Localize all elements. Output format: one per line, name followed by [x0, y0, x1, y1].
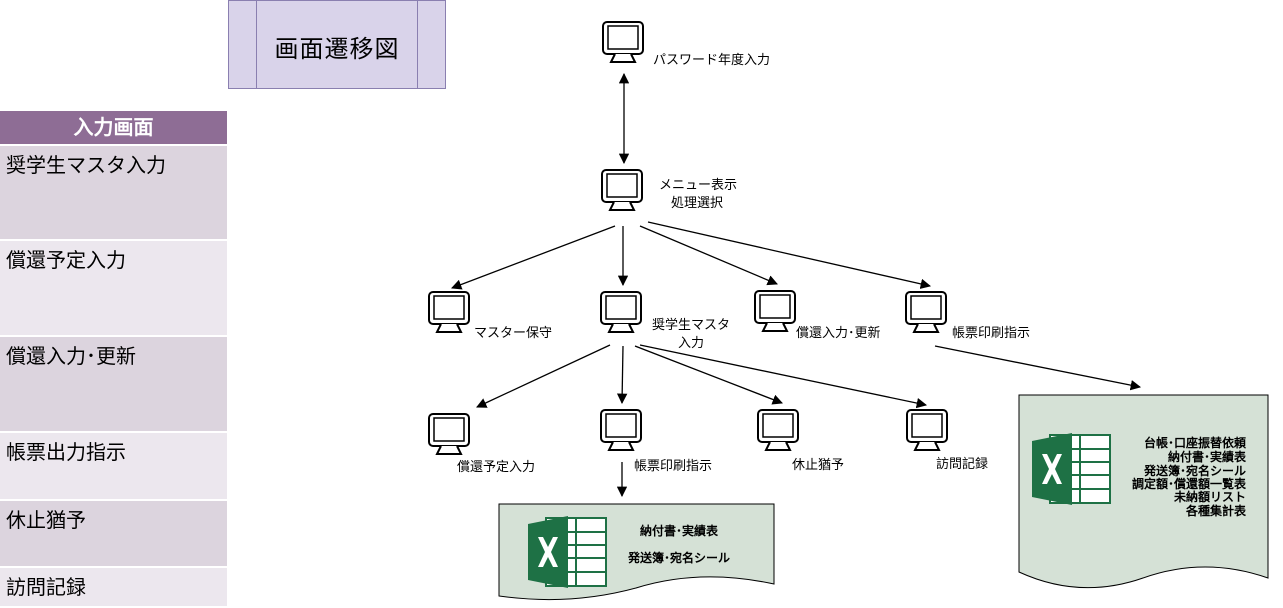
node-ledger-print-sub: 帳票印刷指示 [600, 409, 712, 474]
panel-item-scholar-master: 奨学生マスタ入力 [0, 146, 227, 241]
diagram-title: 画面遷移図 [274, 35, 400, 63]
edge-ledger-doc [934, 345, 1142, 391]
panel-item-visit: 訪問記録 [0, 568, 227, 608]
edge-menu-ledger [647, 221, 932, 289]
title-box-divider-right [417, 1, 418, 88]
document-left: 納付書･実績表 発送簿･宛名シール [498, 503, 775, 601]
document-right-line-6: 各種集計表 [1185, 503, 1247, 518]
edge-menu-repay [639, 225, 778, 286]
node-repay-input: 償還入力･更新 [754, 290, 881, 341]
node-scholar-label-2: 入力 [678, 336, 704, 351]
node-repay-plan-label: 償還予定入力 [457, 460, 535, 475]
document-left-line-2: 発送簿･宛名シール [627, 550, 730, 565]
monitor-icon [757, 409, 799, 451]
node-repay-plan: 償還予定入力 [428, 413, 535, 475]
excel-icon [527, 515, 607, 589]
excel-icon [1031, 432, 1111, 506]
panel-header: 入力画面 [0, 111, 227, 146]
document-right: 台帳･口座振替依頼 納付書･実績表 発送簿･宛名シール 調定額･償還額一覧表 未… [1018, 394, 1269, 589]
node-ledger-print-sub-label: 帳票印刷指示 [634, 459, 712, 474]
input-screen-panel: 入力画面 奨学生マスタ入力 償還予定入力 償還入力･更新 帳票出力指示 休止猶予… [0, 111, 227, 608]
node-suspend: 休止猶予 [757, 409, 844, 473]
monitor-icon [600, 291, 642, 333]
node-menu-label-1: メニュー表示 [659, 178, 737, 193]
node-master-label: マスター保守 [474, 326, 552, 341]
node-master: マスター保守 [428, 291, 552, 341]
node-ledger-print: 帳票印刷指示 [905, 291, 1030, 341]
monitor-icon [905, 291, 947, 333]
edge-scholar-suspend [634, 345, 783, 405]
diagram-title-box: 画面遷移図 [228, 0, 446, 89]
node-visit: 訪問記録 [906, 409, 988, 472]
document-right-line-2: 納付書･実績表 [1168, 449, 1247, 464]
node-visit-label: 訪問記録 [936, 456, 988, 472]
panel-item-repay-plan: 償還予定入力 [0, 241, 227, 337]
node-suspend-label: 休止猶予 [792, 458, 844, 473]
monitor-icon [754, 290, 796, 332]
monitor-icon [906, 409, 948, 451]
document-right-line-4: 調定額･償還額一覧表 [1132, 476, 1247, 491]
edge-menu-master [451, 225, 616, 290]
document-right-line-5: 未納額リスト [1173, 489, 1246, 504]
monitor-icon [428, 291, 470, 333]
title-box-divider-left [256, 1, 257, 88]
node-scholar-label-1: 奨学生マスタ [652, 317, 730, 333]
node-menu: メニュー表示 処理選択 [601, 169, 737, 211]
node-scholar: 奨学生マスタ 入力 [600, 291, 730, 351]
node-password: パスワード年度入力 [602, 21, 770, 68]
node-password-label: パスワード年度入力 [653, 52, 770, 68]
monitor-icon [601, 169, 643, 211]
panel-item-repay-update: 償還入力･更新 [0, 337, 227, 433]
panel-item-ledger-output: 帳票出力指示 [0, 433, 227, 501]
document-right-line-3: 発送簿･宛名シール [1143, 463, 1246, 478]
monitor-icon [602, 21, 644, 63]
monitor-icon [600, 409, 642, 451]
monitor-icon [428, 413, 470, 455]
node-repay-input-label: 償還入力･更新 [796, 325, 881, 341]
panel-item-suspend: 休止猶予 [0, 501, 227, 568]
document-left-line-1: 納付書･実績表 [640, 523, 719, 538]
edge-scholar-visit [639, 344, 928, 409]
document-right-line-1: 台帳･口座振替依頼 [1144, 435, 1247, 450]
node-menu-label-2: 処理選択 [671, 196, 723, 211]
edge-scholar-repayplan [476, 344, 611, 408]
edge-scholar-ledgersub [616, 345, 628, 405]
node-ledger-print-label: 帳票印刷指示 [952, 326, 1030, 341]
